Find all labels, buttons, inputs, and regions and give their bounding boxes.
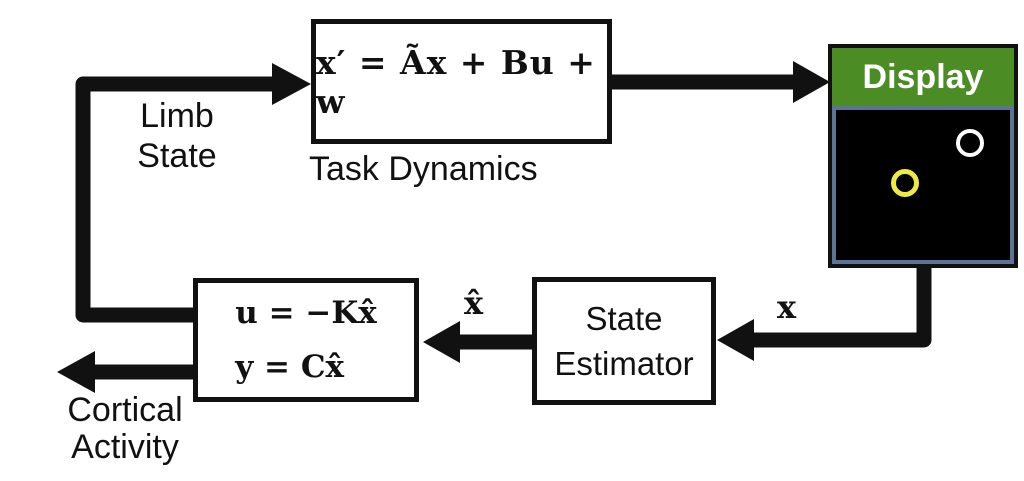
task-to-display-arrowhead-icon xyxy=(793,61,830,103)
display-screen xyxy=(832,106,1014,264)
limb-state-arrow-line xyxy=(75,76,272,323)
cortical-activity-arrowhead-icon xyxy=(57,351,95,393)
yellow-cursor-ring-icon xyxy=(891,169,919,197)
display-to-estimator-arrow-line xyxy=(754,260,932,348)
limb-state-label: Limb State xyxy=(137,97,217,175)
controller-equation-y: y = Cx̂ xyxy=(235,349,344,385)
display-header: Display xyxy=(832,48,1014,106)
display-box: Display xyxy=(828,44,1018,268)
x-hat-label: x̂ xyxy=(464,284,484,322)
task-dynamics-equation: x′ = Ãx + Bu + w xyxy=(316,42,596,121)
white-target-ring-icon xyxy=(956,129,984,157)
x-label: x xyxy=(777,288,797,326)
controller-box: u = −Kx̂ y = Cx̂ xyxy=(193,278,419,402)
cortical-activity-label: Cortical Activity xyxy=(67,391,183,466)
state-estimator-label: State Estimator xyxy=(554,300,694,382)
controller-equation-u: u = −Kx̂ xyxy=(235,295,377,331)
display-title: Display xyxy=(862,57,984,96)
display-to-estimator-arrowhead-icon xyxy=(717,319,754,361)
state-estimator-box: State Estimator xyxy=(532,277,716,405)
task-dynamics-caption: Task Dynamics xyxy=(309,150,538,188)
task-dynamics-box: x′ = Ãx + Bu + w xyxy=(311,19,612,144)
limb-state-arrowhead-icon xyxy=(272,63,311,105)
estimator-to-controller-arrowhead-icon xyxy=(423,321,460,363)
controller-equations: u = −Kx̂ y = Cx̂ xyxy=(235,286,377,394)
